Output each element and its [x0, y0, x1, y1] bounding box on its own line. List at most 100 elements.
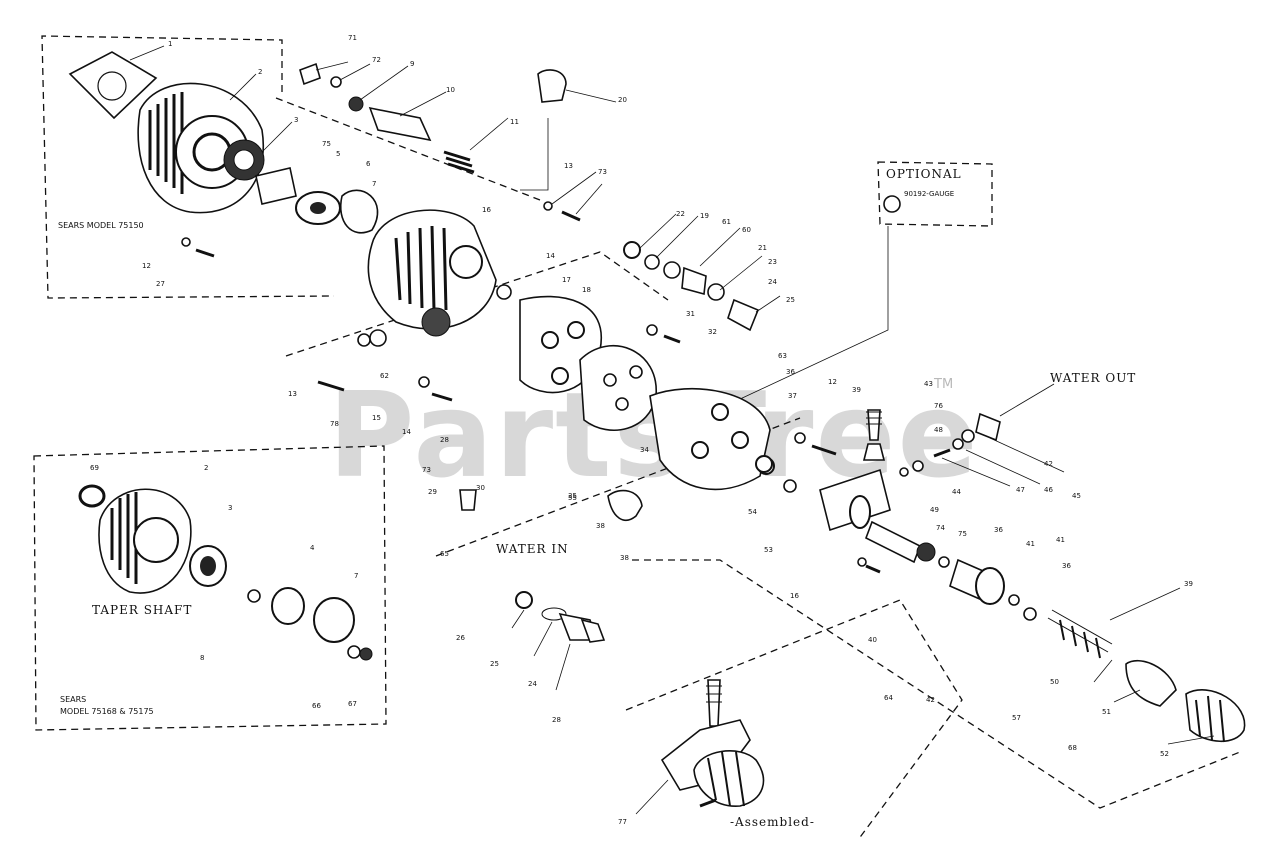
callout: 42 [1044, 460, 1053, 468]
callout: 7 [354, 572, 358, 580]
callout: 36 [994, 526, 1003, 534]
callout: 61 [722, 218, 731, 226]
callout: 32 [708, 328, 717, 336]
callout: 9 [410, 60, 414, 68]
callout: 12 [142, 262, 151, 270]
callout: 42 [926, 696, 935, 704]
callout: 73 [598, 168, 607, 176]
callout: 64 [884, 694, 893, 702]
callout: 24 [768, 278, 777, 286]
callout: 39 [852, 386, 861, 394]
callout: 11 [510, 118, 519, 126]
callout: 54 [748, 508, 757, 516]
callout: 6 [366, 160, 371, 168]
label-water-in: WATER IN [496, 542, 569, 556]
callout: 63 [778, 352, 787, 360]
assembled-body [660, 719, 751, 791]
callout: 20 [618, 96, 627, 104]
valve-39 [867, 409, 881, 441]
optional-box [877, 161, 993, 227]
leader-dash-4 [275, 97, 541, 201]
callout: 48 [934, 426, 943, 434]
callout: 40 [868, 636, 877, 644]
callout: 8 [200, 654, 204, 662]
callout: 76 [934, 402, 943, 410]
callout: 73 [422, 466, 431, 474]
pump-head [649, 387, 771, 491]
callout: 75 [322, 140, 331, 148]
callout: 28 [440, 436, 449, 444]
callout: 1 [168, 40, 172, 48]
callout: 50 [1050, 678, 1059, 686]
unloader-group [755, 409, 1246, 743]
label-taper-shaft: TAPER SHAFT [92, 603, 192, 617]
gauge-icon [883, 195, 901, 213]
callout: 3 [228, 504, 232, 512]
taper-shaft-group [78, 484, 373, 661]
callout: 15 [372, 414, 381, 422]
valve-plate-35 [579, 344, 657, 432]
callout: 45 [1072, 492, 1081, 500]
leader-dash-5 [520, 118, 549, 191]
callout: 13 [564, 162, 573, 170]
callout: 14 [402, 428, 411, 436]
callout: 16 [482, 206, 491, 214]
label-sears-top: SEARS MODEL 75150 [58, 221, 144, 230]
assembled-valve [707, 679, 721, 727]
valve-stack [623, 195, 901, 344]
shaft-40 [864, 520, 922, 564]
callout: 74 [936, 524, 945, 532]
water-in-parts [515, 591, 606, 643]
callout: 41 [1026, 540, 1035, 548]
leader-dash-3 [632, 559, 1241, 809]
callout: 53 [764, 546, 773, 554]
label-gauge: 90192-GAUGE [904, 190, 954, 198]
callout: 47 [1016, 486, 1025, 494]
callout: 65 [440, 550, 449, 558]
callout: 44 [952, 488, 961, 496]
callout: 7 [372, 180, 376, 188]
callout: 18 [582, 286, 591, 294]
callout: 37 [788, 392, 797, 400]
callout: 24 [528, 680, 537, 688]
plunger-10 [368, 106, 432, 142]
valve-24 [727, 298, 760, 332]
nozzle-51 [1125, 659, 1177, 707]
label-sears-bottom-2: MODEL 75168 & 75175 [60, 707, 154, 716]
callout: 38 [596, 522, 605, 530]
callout: 29 [428, 488, 437, 496]
callout: 3 [294, 116, 298, 124]
label-optional: OPTIONAL [886, 167, 962, 181]
callout: 16 [790, 592, 799, 600]
callout: 78 [330, 420, 339, 428]
callout: 5 [336, 150, 340, 158]
callout: 2 [258, 68, 262, 76]
plug-65 [459, 489, 477, 511]
callout: 57 [1012, 714, 1021, 722]
nozzle-cap-52 [1185, 689, 1246, 742]
gear-case-top [68, 51, 379, 258]
fitting-38 [607, 489, 643, 521]
bottom-left-box [33, 445, 387, 731]
valve-60 [681, 266, 707, 296]
callout: 23 [768, 258, 777, 266]
label-sears-bottom-1: SEARS [60, 695, 86, 704]
callout: 14 [546, 252, 555, 260]
callout: 43 [924, 380, 933, 388]
callout: 77 [618, 818, 627, 826]
callout: 26 [456, 634, 465, 642]
callout: 75 [958, 530, 967, 538]
callout: 27 [156, 280, 165, 288]
callout: 46 [1044, 486, 1053, 494]
callout: 72 [372, 56, 381, 64]
callout: 36 [1062, 562, 1071, 570]
assembled-box [625, 599, 963, 841]
shaft-75 [255, 167, 297, 205]
callout: 25 [490, 660, 499, 668]
top-left-box [41, 35, 335, 299]
callout: 51 [1102, 708, 1111, 716]
callout: 28 [552, 716, 561, 724]
callout: 13 [288, 390, 297, 398]
callout: 4 [310, 544, 315, 552]
callout: 49 [930, 506, 939, 514]
